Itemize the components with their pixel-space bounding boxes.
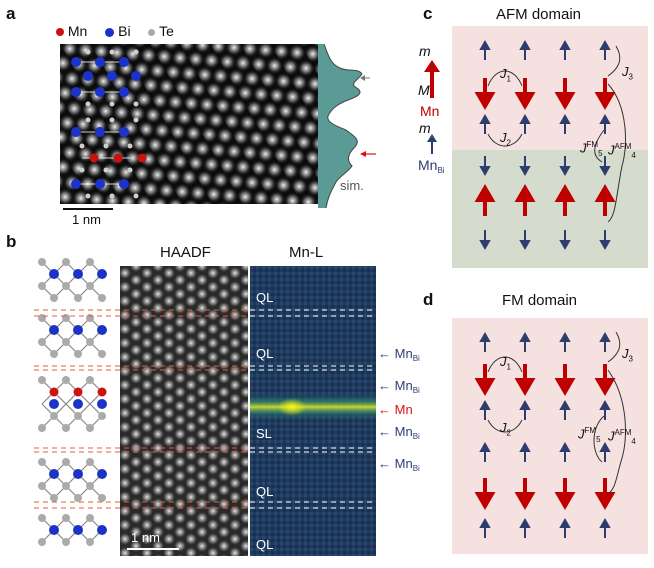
label-mnbi-4-main: Mn [394,456,413,471]
fm-j4-sup: AFM [614,428,632,437]
coupling-j2-fm: J2 [500,420,511,438]
fm-coupling-lines [487,331,626,495]
fm-arrows [474,331,616,538]
fm-j5-label: J [578,426,585,442]
j3-label: J [622,64,629,79]
legend-mn: Mn [67,23,88,39]
row-label-M: M [418,82,430,98]
fm-j1-sub: 1 [506,362,511,372]
layer-label-ql-4: QL [256,537,274,552]
afm-upper-region [452,26,648,150]
fm-region [452,318,648,554]
panel-label-a: a [6,4,16,23]
coupling-j3-afm: J3 [622,64,633,82]
j2-sub: 2 [506,138,511,148]
fm-j4-sub: 4 [631,436,636,446]
j1-sub: 1 [506,74,511,84]
legend-te: Te [159,23,174,39]
mnl-title: Mn-L [289,244,324,261]
fm-j3-sub: 3 [628,354,633,364]
legend-mnbi-label: MnBi [418,157,445,175]
coupling-j1-fm: J1 [500,354,511,372]
coupling-j3-fm: J3 [622,346,633,364]
legend-mn-arrow-icon [424,60,440,98]
layer-label-ql-3: QL [256,484,274,499]
coupling-j4-afm: JAFM4 [608,142,636,160]
fm-j5-sub: 5 [596,434,601,444]
crystal-structure-schematic [38,258,107,546]
scalebar-a-label: 1 nm [72,212,101,227]
fm-domain-diagram [452,318,648,554]
intensity-profile [318,44,376,208]
fm-j4-label: J [608,428,615,444]
label-mn-main: Mn [394,402,413,417]
mn-dot-icon [56,28,64,37]
atom-overlay [71,49,147,199]
label-mnbi-4: ← MnBi [378,456,420,473]
j4-sub: 4 [631,150,636,160]
fm-j1-label: J [500,354,507,369]
label-mnbi-1: ← MnBi [378,346,420,363]
j3-sub: 3 [628,72,633,82]
stem-image-a [60,44,324,204]
haadf-title: HAADF [160,244,211,261]
row-label-m-2: m [419,120,431,136]
fm-j3-label: J [622,346,629,361]
legend-mnbi-arrow-icon [427,134,437,154]
label-mnbi-2: ← MnBi [378,378,420,395]
j4-label: J [608,142,615,158]
coupling-j2-afm: J2 [500,130,511,148]
scalebar-a [63,208,113,210]
layer-label-sl: SL [256,426,272,441]
j1-label: J [500,66,507,81]
label-mnbi-2-main: Mn [394,378,413,393]
atom-legend: Mn Bi Te [56,23,174,39]
j4-sup: AFM [614,142,632,151]
bi-dot-icon [105,27,115,37]
layer-separators [34,309,378,509]
layer-label-ql-1: QL [256,290,274,305]
label-mnbi-2-sub: Bi [412,386,420,395]
j5-label: J [580,140,587,156]
coupling-j5-fm: JFM5 [578,426,601,444]
row-label-m-1: m [419,43,431,59]
afm-domain-diagram [452,26,648,268]
label-mnbi-1-main: Mn [394,346,413,361]
label-mnbi-3: ← MnBi [378,424,420,441]
legend-bi: Bi [118,23,131,39]
afm-title: AFM domain [496,6,582,23]
te-dot-icon [148,28,156,36]
fm-j5-sup: FM [584,426,597,435]
sim-label: sim. [340,178,364,193]
legend-mnbi-main: Mn [418,157,438,173]
afm-coupling-lines [487,45,626,223]
j5-sub: 5 [598,148,603,158]
coupling-j4-fm: JAFM4 [608,428,636,446]
panel-label-c: c [423,4,433,23]
j2-label: J [500,130,507,145]
label-mn: ← Mn [378,402,413,417]
label-mnbi-3-sub: Bi [412,432,420,441]
label-mnbi-1-sub: Bi [412,354,420,363]
fm-title: FM domain [502,292,578,309]
coupling-j1-afm: J1 [500,66,511,84]
layer-label-ql-2: QL [256,346,274,361]
label-mnbi-3-main: Mn [394,424,413,439]
afm-arrows [474,39,616,251]
fm-j2-label: J [500,420,507,435]
scalebar-b [127,548,179,550]
legend-mnbi-sub: Bi [437,166,445,175]
scalebar-b-label: 1 nm [131,530,160,545]
coupling-j5-afm: JFM5 [580,140,603,158]
j5-sup: FM [586,140,599,149]
panel-label-b: b [6,232,17,251]
panel-label-d: d [423,290,434,309]
fm-j2-sub: 2 [506,428,511,438]
label-mnbi-4-sub: Bi [412,464,420,473]
legend-mn-label: Mn [420,103,440,119]
